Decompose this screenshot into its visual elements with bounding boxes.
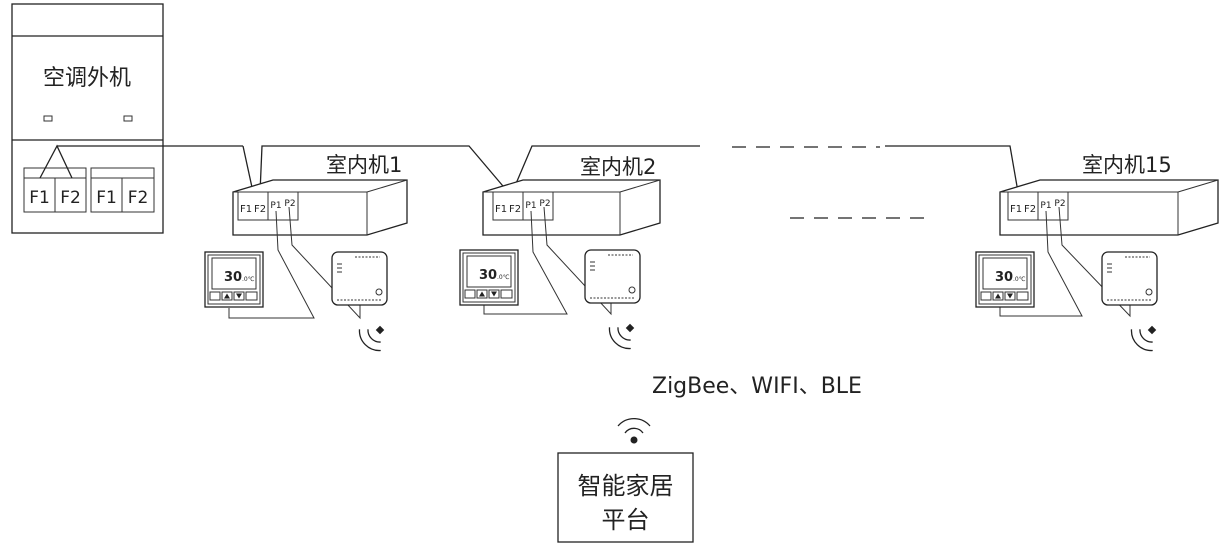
thermostat-panel: 30 .0℃ <box>459 249 519 306</box>
terminal-label: P1 <box>525 201 536 211</box>
platform-label-line2: 平台 <box>602 506 650 534</box>
terminal-label: F2 <box>254 204 266 215</box>
temperature-display: 30 <box>479 268 497 283</box>
thermostat-panel: 30 .0℃ <box>975 251 1035 308</box>
indoor-unit-15: 室内机15 F1 F2 P1 P2 30 .0℃ <box>975 153 1219 352</box>
temperature-display-decimal: .0℃ <box>497 274 510 281</box>
up-arrow-icon <box>221 291 233 301</box>
wifi-signal-icon <box>617 417 651 444</box>
outdoor-unit-label: 空调外机 <box>43 66 131 91</box>
indoor-unit-label: 室内机2 <box>580 155 656 179</box>
temperature-display-decimal: .0℃ <box>1013 276 1026 283</box>
smart-home-platform: 智能家居 平台 <box>557 452 694 543</box>
terminal-label: F2 <box>128 188 149 208</box>
terminal-label: F2 <box>509 204 521 215</box>
wireless-module <box>331 251 388 306</box>
down-arrow-icon <box>1004 291 1016 301</box>
up-arrow-icon <box>992 291 1004 301</box>
indoor-unit-label: 室内机1 <box>326 153 402 177</box>
terminal-label: F1 <box>495 204 507 215</box>
terminal-label: P1 <box>270 201 281 211</box>
terminal-label: F1 <box>1010 204 1022 215</box>
wireless-module <box>584 249 641 304</box>
temperature-display: 30 <box>995 270 1013 285</box>
terminal-label: P2 <box>539 199 550 209</box>
protocol-label: ZigBee、WIFI、BLE <box>652 374 862 399</box>
wireless-module <box>1101 251 1158 306</box>
indoor-unit-2: 室内机2 F1 F2 P1 P2 30 .0℃ <box>459 155 661 350</box>
indoor-unit-label: 室内机15 <box>1082 153 1172 177</box>
terminal-label: P2 <box>284 199 295 209</box>
outdoor-terminal-group-2: F1 F2 <box>90 167 155 213</box>
terminal-label: F1 <box>96 188 117 208</box>
down-arrow-icon <box>233 291 245 301</box>
indicator-led-right <box>123 115 133 122</box>
platform-label-line1: 智能家居 <box>578 472 674 500</box>
terminal-label: F2 <box>1024 204 1036 215</box>
outdoor-terminal-group-1: F1 F2 <box>23 167 87 213</box>
indoor-unit-1: 室内机1 F1 F2 P1 P2 30 .0℃ <box>204 153 408 352</box>
wireless-signal-icon <box>1130 325 1157 352</box>
terminal-label: F1 <box>29 188 50 208</box>
communication-bus <box>57 145 1019 219</box>
wireless-signal-icon <box>358 325 385 352</box>
terminal-label: P2 <box>1054 199 1065 209</box>
down-arrow-icon <box>488 289 500 299</box>
outdoor-unit: 空调外机 F1 F2 F1 F2 <box>11 3 164 234</box>
temperature-display-decimal: .0℃ <box>242 276 255 283</box>
temperature-display: 30 <box>224 270 242 285</box>
wireless-signal-icon <box>608 323 635 350</box>
terminal-label: P1 <box>1040 201 1051 211</box>
terminal-label: F2 <box>60 188 81 208</box>
thermostat-panel: 30 .0℃ <box>204 251 264 308</box>
up-arrow-icon <box>476 289 488 299</box>
indicator-led-left <box>43 115 53 122</box>
terminal-label: F1 <box>240 204 252 215</box>
